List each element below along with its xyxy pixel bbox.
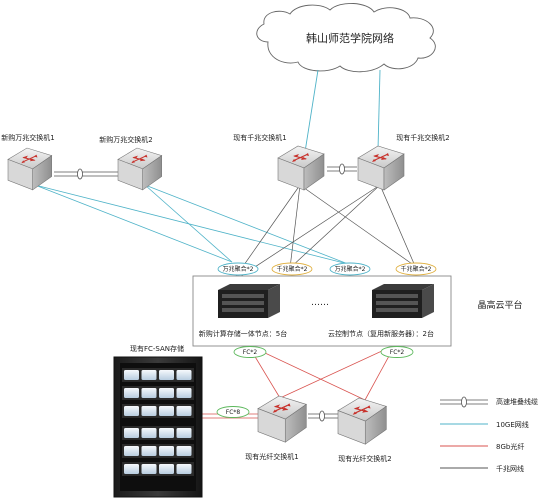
fc-left-label: FC*2 <box>243 349 258 356</box>
disk-shelf <box>122 368 194 382</box>
new-10g-switch-2-label: 新购万兆交换机2 <box>99 135 152 144</box>
disk-drive <box>176 370 192 380</box>
agg-10g-right-oval <box>329 262 371 276</box>
fc-right-label: FC*2 <box>390 349 405 356</box>
compute-server-icon <box>218 284 280 318</box>
disk-drive <box>141 428 157 438</box>
cloud-label: 韩山师范学院网络 <box>306 31 394 45</box>
disk-drive <box>124 370 139 380</box>
fc-storage-oval <box>216 406 250 418</box>
new-10g-switch-1-label: 新购万兆交换机1 <box>1 133 54 142</box>
connections <box>34 69 416 422</box>
campus-network-cloud <box>256 3 436 73</box>
disk-shelf <box>122 386 194 400</box>
disk-drive <box>141 446 157 456</box>
existing-1g-switch-1-label: 现有千兆交换机1 <box>233 133 286 142</box>
platform-dots: …… <box>311 298 329 308</box>
existing-1g-switch-1 <box>277 145 325 191</box>
disk-drive <box>159 388 174 398</box>
control-nodes-label: 云控制节点（复用新服务器）：2台 <box>328 329 434 338</box>
legend: 高速堆叠线缆 10GE网线 8Gb光纤 千兆网线 <box>440 396 538 473</box>
disk-drive <box>176 388 192 398</box>
new-10g-switch-1 <box>7 147 53 191</box>
disk-shelf <box>122 462 194 476</box>
disk-drive <box>124 388 139 398</box>
fc-storage-label: FC*8 <box>226 409 241 416</box>
disk-drive <box>124 406 139 416</box>
compute-nodes-label: 新购计算存储一体节点：5台 <box>199 329 287 338</box>
fc-switch-1 <box>257 395 307 443</box>
new-10g-switch-2 <box>117 147 163 191</box>
disk-drive <box>159 370 174 380</box>
control-server-icon <box>372 284 434 318</box>
disk-shelf <box>122 444 194 458</box>
disk-drive <box>124 464 139 474</box>
legend-stack-cable: 高速堆叠线缆 <box>496 397 538 406</box>
disk-shelf <box>122 404 194 418</box>
fc-switch-2 <box>337 397 387 445</box>
storage-label: 现有FC-SAN存储 <box>130 344 184 353</box>
disk-drive <box>124 446 139 456</box>
fc-san-storage-rack <box>113 356 203 498</box>
disk-drive <box>124 428 139 438</box>
disk-drive <box>159 446 174 456</box>
existing-1g-switch-2-label: 现有千兆交换机2 <box>396 133 449 142</box>
disk-drive <box>159 464 174 474</box>
agg-10g-right-label: 万兆聚合*2 <box>335 265 366 273</box>
existing-1g-switch-2 <box>357 145 405 191</box>
disk-shelf <box>122 426 194 440</box>
disk-drive <box>176 464 192 474</box>
disk-drive <box>176 446 192 456</box>
disk-drive <box>159 428 174 438</box>
agg-1g-left-label: 千兆聚合*2 <box>277 265 308 273</box>
platform-name: 晶高云平台 <box>477 299 522 311</box>
disk-drive <box>141 406 157 416</box>
legend-gigabit: 千兆网线 <box>496 464 524 473</box>
fc-switch-1-label: 现有光纤交换机1 <box>245 452 298 461</box>
agg-10g-left-label: 万兆聚合*2 <box>223 265 254 273</box>
agg-1g-right-label: 千兆聚合*2 <box>401 265 432 273</box>
agg-10g-left-oval <box>217 262 259 276</box>
agg-1g-right-oval <box>395 262 437 276</box>
agg-1g-left-oval <box>271 262 313 276</box>
disk-drive <box>176 406 192 416</box>
legend-8gb-fiber: 8Gb光纤 <box>496 442 524 451</box>
disk-drive <box>176 428 192 438</box>
fc-left-oval <box>233 346 267 358</box>
fc-right-oval <box>380 346 414 358</box>
disk-drive <box>159 406 174 416</box>
disk-drive <box>141 370 157 380</box>
disk-drive <box>141 388 157 398</box>
legend-10ge: 10GE网线 <box>496 420 529 429</box>
fc-switch-2-label: 现有光纤交换机2 <box>338 454 391 463</box>
disk-drive <box>141 464 157 474</box>
